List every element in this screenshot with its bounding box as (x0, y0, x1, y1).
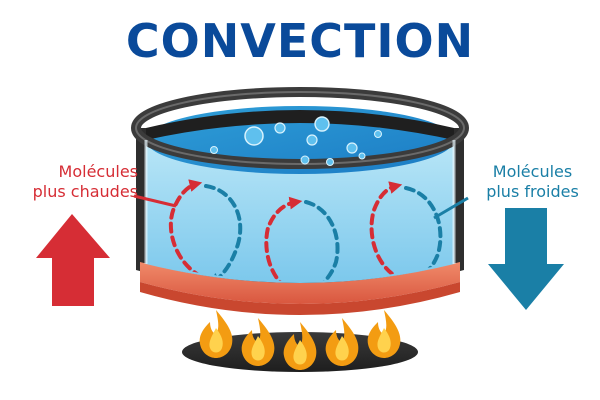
flame-icon (283, 322, 317, 370)
diagram-title: CONVECTION (125, 14, 475, 68)
bubble-icon (374, 130, 382, 138)
cold-leader-line (433, 196, 469, 220)
cold-label-line2: plus froides (486, 182, 579, 201)
hot-up-arrow-icon (36, 214, 110, 306)
bubble-icon (346, 142, 358, 154)
cold-down-arrow-icon (488, 208, 564, 310)
bubbles (210, 116, 382, 166)
hot-label-line2: plus chaudes (32, 182, 138, 201)
bubble-icon (274, 122, 286, 134)
convection-loop-middle (264, 196, 340, 281)
flame-icon (367, 310, 401, 358)
hot-label-line1: Molécules (58, 162, 138, 181)
flame-icon (325, 318, 359, 366)
flames (199, 310, 401, 370)
pot (131, 87, 469, 315)
bubble-icon (244, 126, 264, 146)
hot-leader-line (133, 194, 177, 208)
cold-label-line1: Molécules (492, 162, 573, 181)
flame-icon (199, 310, 233, 358)
cold-molecules-label: Molécules plus froides (470, 162, 595, 202)
bubble-icon (314, 116, 330, 132)
bubble-icon (300, 155, 310, 165)
bubble-icon (326, 158, 334, 166)
bubble-icon (306, 134, 318, 146)
bubble-icon (358, 152, 366, 160)
hot-molecules-label: Molécules plus chaudes (10, 162, 138, 202)
flame-icon (241, 318, 275, 366)
bubble-icon (210, 146, 218, 154)
convection-loop-left (168, 179, 243, 281)
